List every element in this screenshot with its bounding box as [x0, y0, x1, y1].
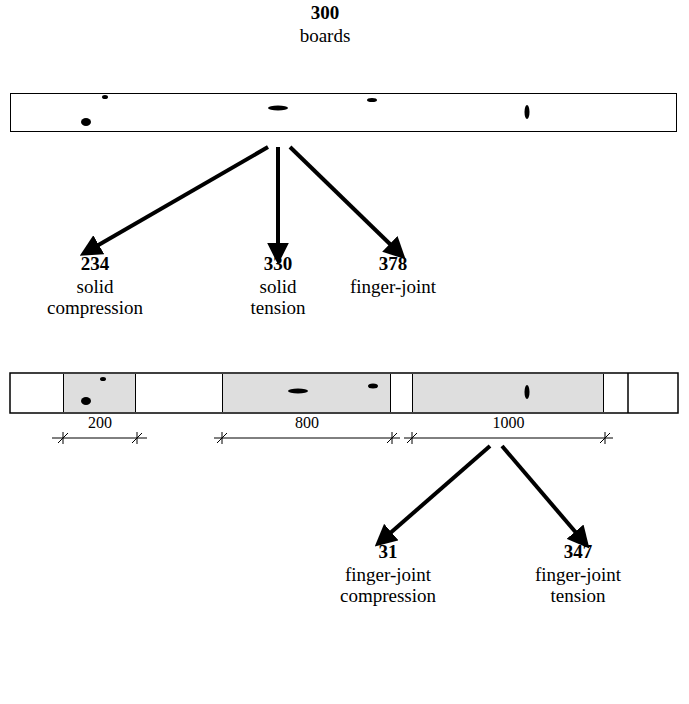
- count-number: 378: [333, 253, 453, 274]
- board-segment: 1000: [412, 374, 605, 432]
- count-number: 330: [238, 253, 318, 274]
- dimension: 1000: [392, 414, 625, 432]
- flow-arrow: [290, 147, 393, 247]
- board-segment: 200: [63, 374, 137, 432]
- specimen-label: 330solid tension: [238, 253, 318, 318]
- count-number: 347: [523, 541, 633, 562]
- dimension-lines: [52, 432, 613, 444]
- dimension-holder: 1000: [392, 414, 625, 432]
- dimension-holder: 200: [43, 414, 157, 432]
- bottom-board: [10, 373, 678, 413]
- board-outline: [10, 93, 677, 132]
- cut-line: [627, 373, 629, 413]
- specimen-name: boards: [245, 25, 405, 46]
- specimen-label: 31finger-joint compression: [328, 541, 448, 606]
- dimension: 200: [43, 414, 157, 432]
- board-segment: 800: [222, 374, 392, 432]
- flow-arrow: [502, 446, 578, 535]
- dimension-holder: 800: [202, 414, 412, 432]
- specimen-label: 347finger-joint tension: [523, 541, 633, 606]
- count-number: 234: [35, 253, 155, 274]
- count-number: 300: [245, 2, 405, 23]
- count-number: 31: [328, 541, 448, 562]
- board-heading: 300boards: [245, 2, 405, 46]
- flow-arrow: [276, 147, 280, 247]
- segment-fill: [222, 374, 391, 412]
- specimen-name: finger-joint compression: [328, 564, 448, 606]
- specimen-name: solid compression: [35, 276, 155, 318]
- segment-fill: [63, 374, 136, 412]
- specimen-name: solid tension: [238, 276, 318, 318]
- segment-fill: [412, 374, 604, 412]
- flow-arrow: [388, 446, 490, 535]
- board-node: 300boards: [10, 2, 678, 133]
- specimen-name: finger-joint: [333, 276, 453, 297]
- specimen-label: 234solid compression: [35, 253, 155, 318]
- specimen-name: finger-joint tension: [523, 564, 633, 606]
- flow-arrow: [95, 147, 268, 247]
- specimen-label: 378finger-joint: [333, 253, 453, 297]
- dimension: 800: [202, 414, 412, 432]
